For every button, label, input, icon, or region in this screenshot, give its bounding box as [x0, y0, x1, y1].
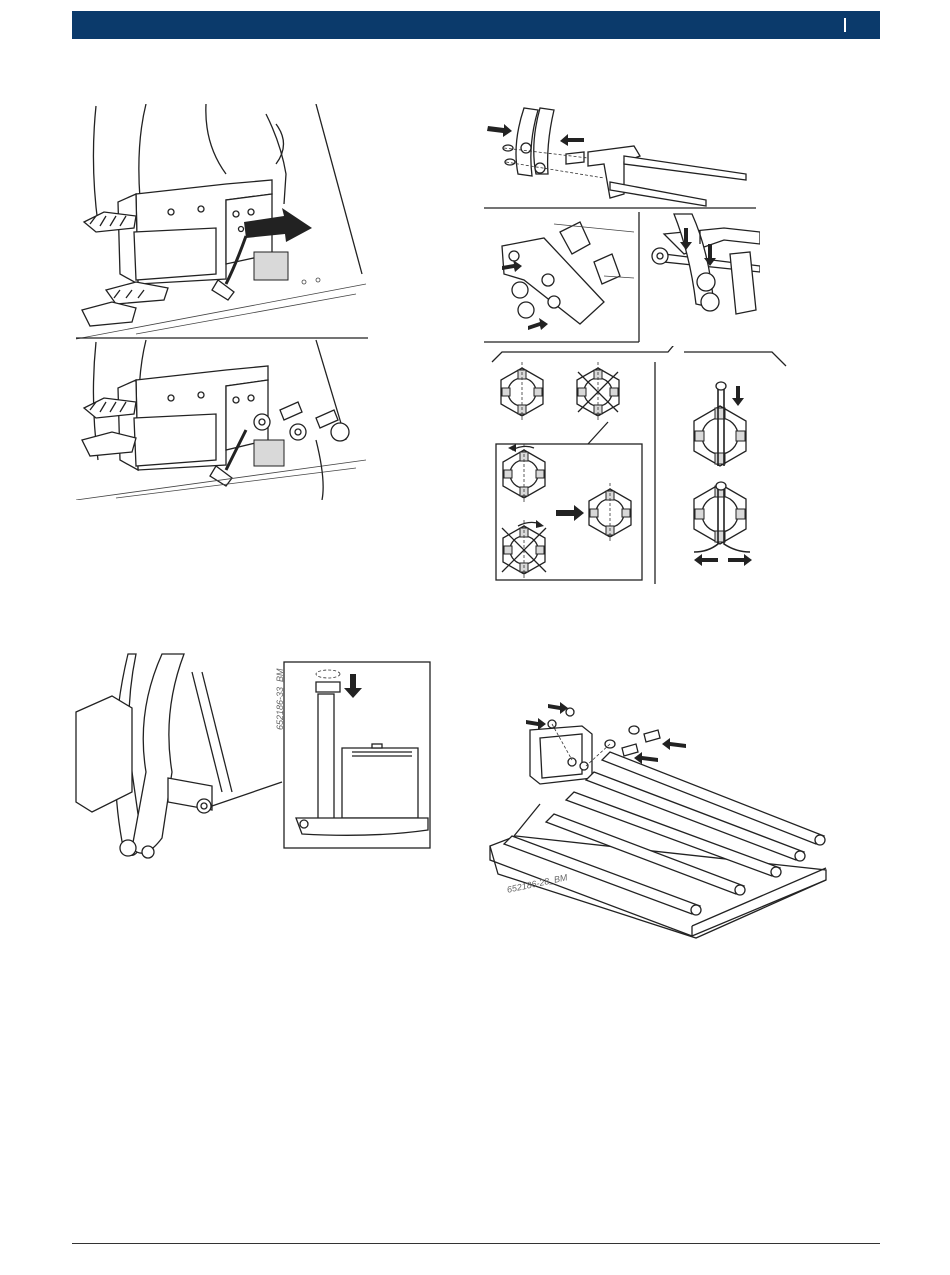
castle-nut-icon: [501, 362, 543, 422]
link-exploded-view: [487, 108, 746, 206]
figure-pin-press: [72, 652, 434, 878]
arrow-icon: [732, 386, 744, 406]
castle-nut-icon: [589, 483, 631, 543]
castle-nut-icon: [577, 362, 619, 422]
arrow-icon: [344, 674, 362, 698]
castle-nut-icon: [694, 484, 746, 544]
castle-nut-icon: [502, 520, 546, 580]
roller-bracket: [526, 702, 686, 784]
bracket-panel-top: [76, 104, 366, 339]
castle-nut-icon: [694, 406, 746, 466]
arrow-icon: [528, 318, 548, 330]
arrow-icon: [487, 124, 512, 137]
arrow-icon: [662, 738, 686, 750]
figure-nut-detail: [488, 346, 790, 586]
arrow-icon: [508, 444, 516, 452]
figure-pin-press-code: 652186-33_BM: [275, 668, 285, 730]
pin-press-detail: [296, 670, 428, 835]
arrow-icon: [694, 554, 718, 566]
arrow-icon: [728, 554, 752, 566]
figure-roller-board: [486, 700, 830, 940]
arrow-icon: [536, 520, 544, 528]
figure-bracket-install: [76, 104, 368, 500]
link-socket-view: [484, 212, 639, 342]
link-pin-view: [652, 214, 760, 314]
arrow-icon: [526, 718, 546, 730]
figure-link-assembly: [484, 104, 760, 344]
bracket-panel-bottom: [76, 340, 366, 500]
arrow-icon: [548, 702, 568, 714]
header-bar: [72, 11, 880, 39]
arrow-icon: [556, 505, 584, 521]
arrow-icon: [560, 134, 584, 146]
footer-rule: [72, 1243, 880, 1244]
header-divider-icon: [844, 18, 846, 32]
castle-nut-icon: [503, 444, 545, 504]
